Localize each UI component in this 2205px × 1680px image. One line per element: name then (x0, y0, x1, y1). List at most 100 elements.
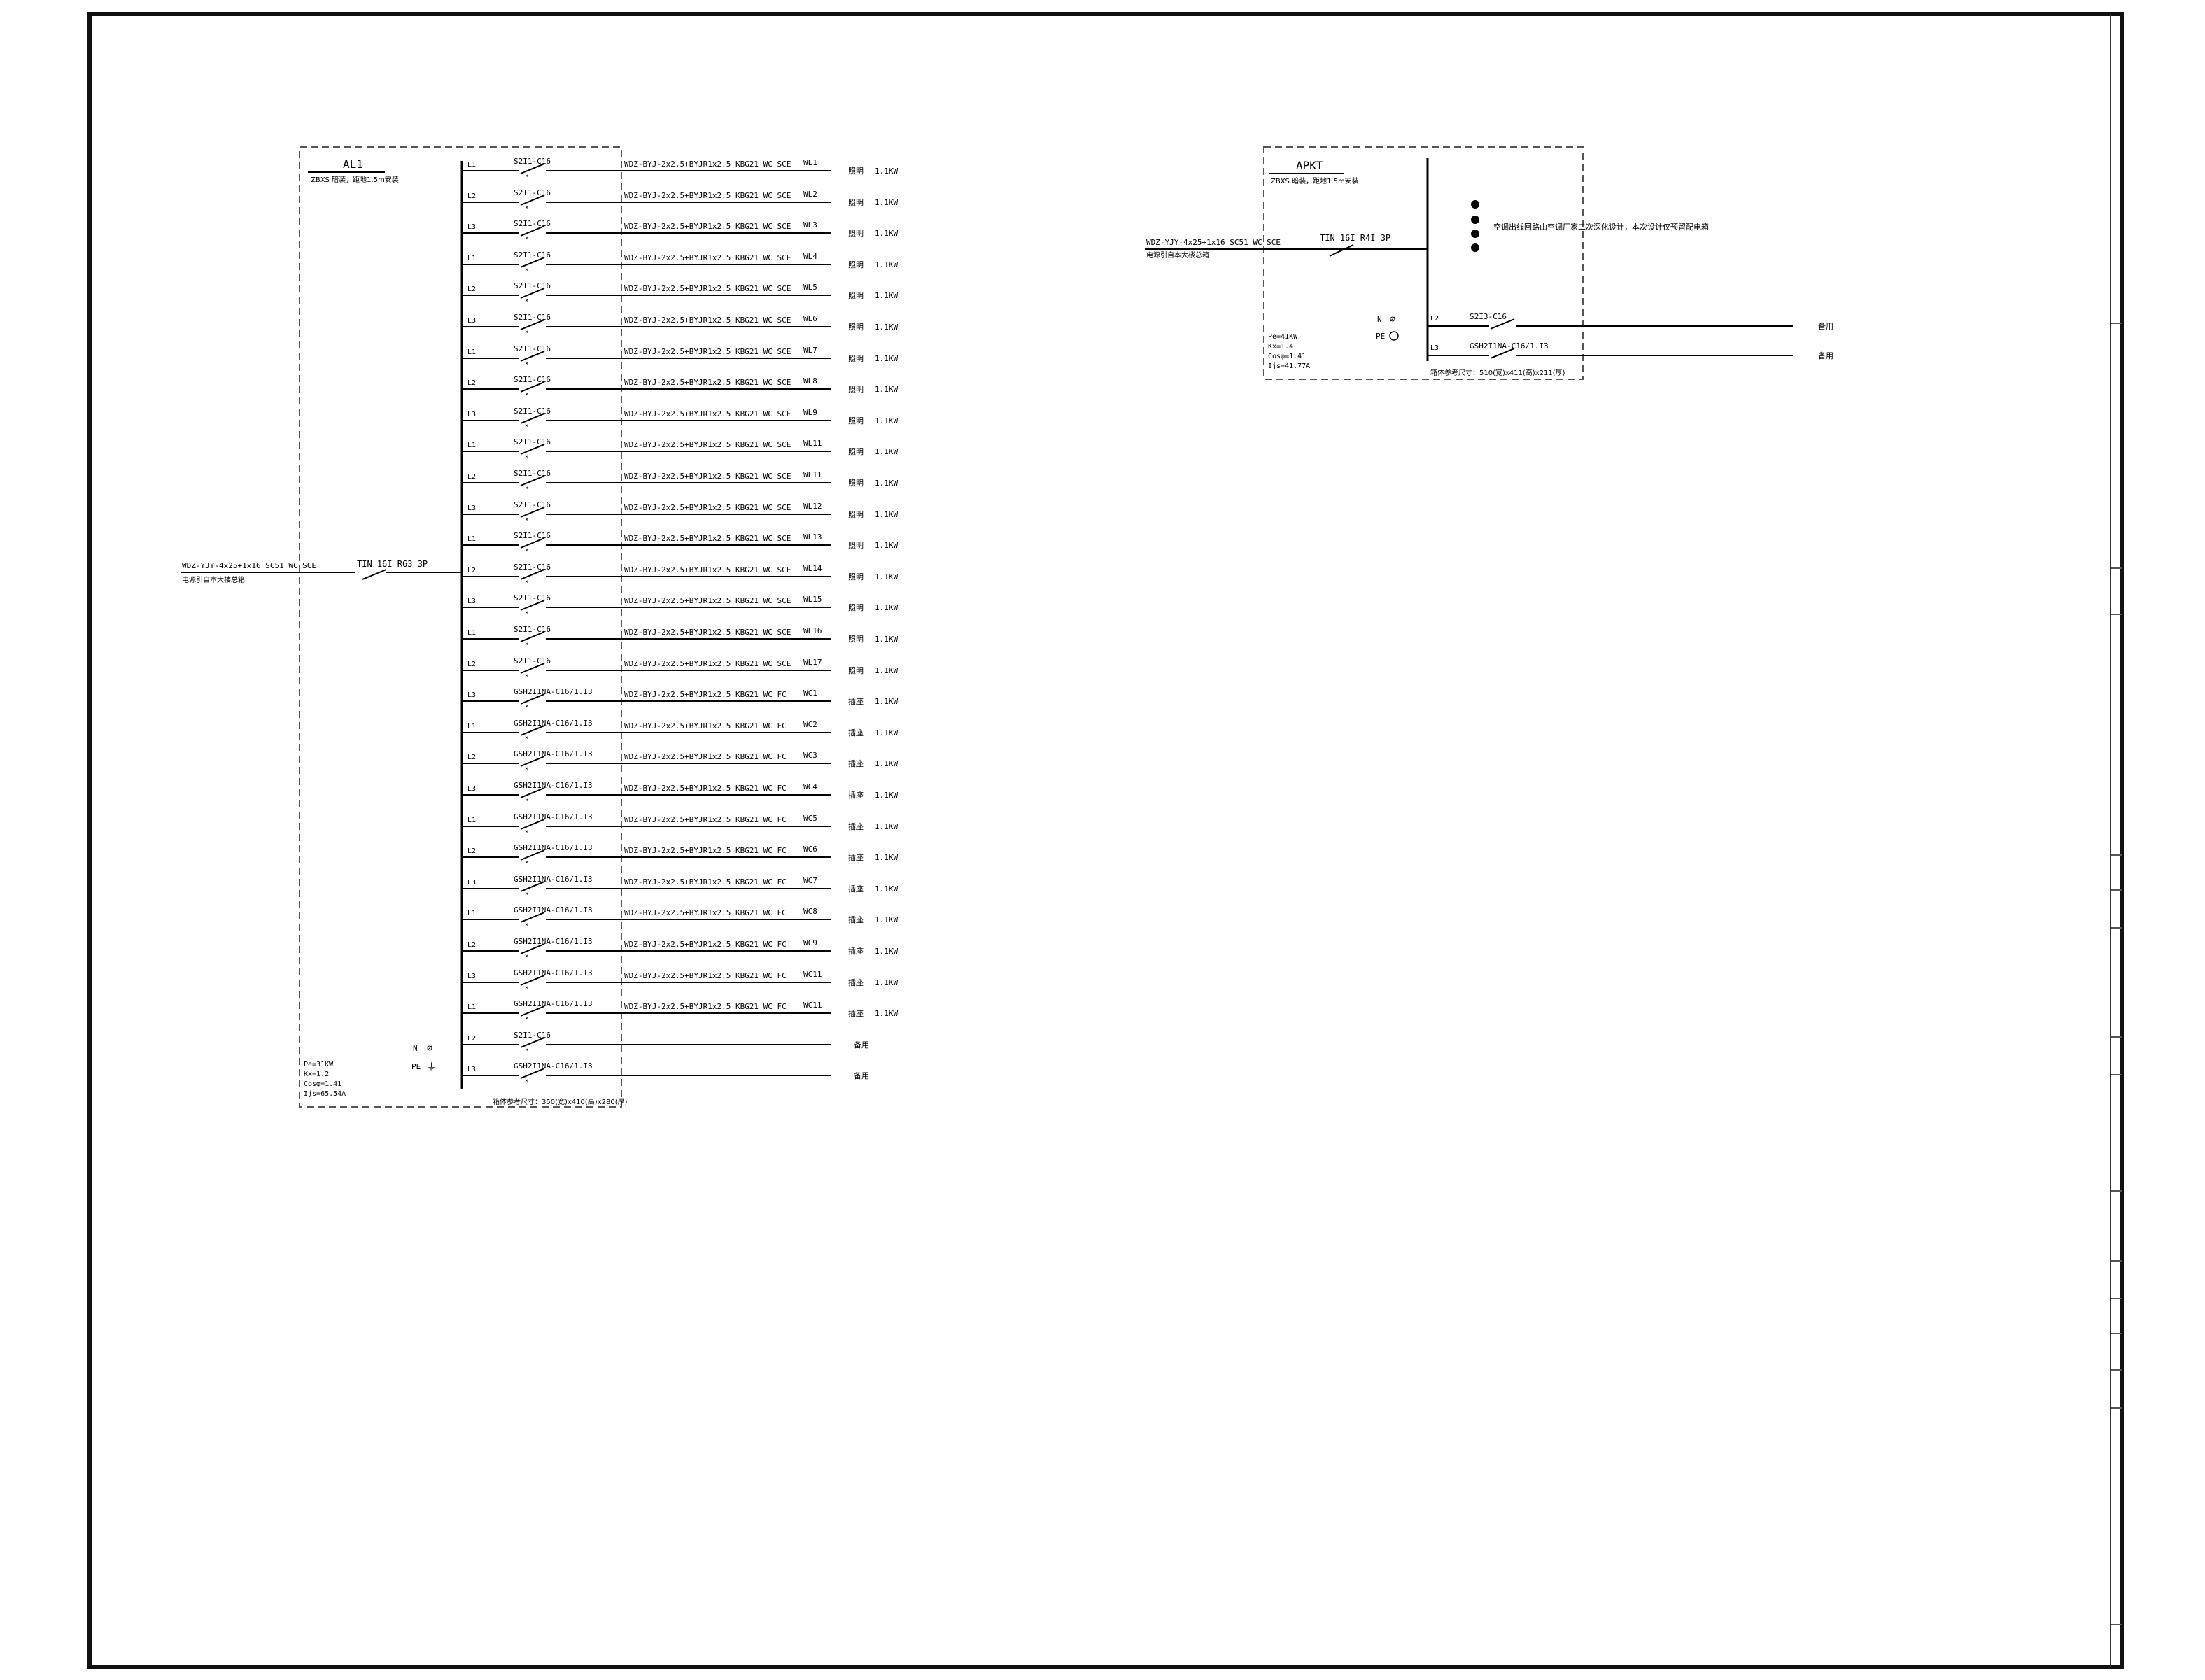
apkt-circuit-breaker-symbol (1490, 348, 1515, 359)
al1-circuit-breaker: GSH2I1NA-C16/1.I3 (514, 749, 593, 758)
panel-al1: AL1 ZBXS 暗装，距地1.5m安装 WDZ-YJY-4x25+1x16 S… (181, 146, 898, 1108)
al1-circuit-phase: L1 (467, 910, 476, 917)
apkt-params: Pe=41KW Kx=1.4 Cosφ=1.41 Ijs=41.77A (1268, 333, 1310, 370)
al1-circuit-breaker-symbol (520, 319, 545, 330)
al1-circuit-breaker-mark: × (525, 329, 528, 336)
al1-circuit-cable: WDZ-BYJ-2x2.5+BYJR1x2.5 KBG21 WC SCE (624, 409, 791, 418)
al1-circuit-power: 1.1KW (875, 198, 898, 207)
apkt-circuit-phase: L3 (1430, 344, 1439, 352)
al1-circuit-power: 1.1KW (875, 541, 898, 550)
al1-circuit-breaker-symbol (520, 819, 545, 830)
al1-circuit-breaker-symbol (520, 507, 545, 518)
al1-circuit-breaker-mark: × (525, 485, 528, 492)
al1-circuit-use: 照明 (848, 510, 864, 519)
al1-circuit-cable: WDZ-BYJ-2x2.5+BYJR1x2.5 KBG21 WC FC (624, 784, 787, 793)
al1-pe-symbol: ⏚ (427, 1062, 436, 1073)
al1-circuit-breaker-symbol (520, 413, 545, 424)
al1-circuit-cable: WDZ-BYJ-2x2.5+BYJR1x2.5 KBG21 WC SCE (624, 191, 791, 200)
al1-circuit-use: 插座 (848, 821, 864, 831)
panel-apkt: APKT ZBXS 暗装，距地1.5m安装 WDZ-YJY-4x25+1x16 … (1145, 146, 1833, 380)
al1-circuit-breaker-mark: × (525, 516, 528, 523)
apkt-neutral-symbol: ⌀ (1390, 314, 1395, 325)
al1-circuit-breaker-mark: × (525, 173, 528, 180)
al1-circuit-use: 插座 (848, 790, 864, 800)
al1-circuit-cable: WDZ-BYJ-2x2.5+BYJR1x2.5 KBG21 WC FC (624, 940, 787, 949)
al1-circuit-power: 1.1KW (875, 978, 898, 987)
al1-circuit-id: WC11 (803, 1001, 822, 1010)
al1-circuit-use: 插座 (848, 728, 864, 737)
al1-circuit-breaker: S2I1-C16 (514, 219, 551, 228)
al1-pe-label: PE (411, 1062, 421, 1071)
al1-circuit-cable: WDZ-BYJ-2x2.5+BYJR1x2.5 KBG21 WC SCE (624, 160, 791, 169)
al1-circuit-cable: WDZ-BYJ-2x2.5+BYJR1x2.5 KBG21 WC SCE (624, 440, 791, 449)
al1-param: Cosφ=1.41 (304, 1080, 341, 1088)
al1-circuit-power: 1.1KW (875, 572, 898, 581)
apkt-param: Ijs=41.77A (1268, 362, 1310, 370)
apkt-incoming-cable: WDZ-YJY-4x25+1x16 SC51 WC SCE (1146, 238, 1281, 247)
al1-circuit-breaker: S2I1-C16 (514, 157, 551, 166)
al1-circuit-breaker-mark: × (525, 267, 528, 274)
al1-circuit-breaker: GSH2I1NA-C16/1.I3 (514, 812, 593, 821)
al1-circuit-breaker-symbol (520, 912, 545, 923)
al1-circuit-breaker-mark: × (525, 547, 528, 554)
al1-circuit-breaker-mark: × (525, 391, 528, 398)
apkt-pe-symbol (1389, 331, 1399, 341)
al1-circuit-breaker: S2I1-C16 (514, 531, 551, 540)
al1-circuit-breaker: S2I1-C16 (514, 469, 551, 478)
al1-circuit-breaker: GSH2I1NA-C16/1.I3 (514, 781, 593, 790)
al1-circuit-breaker: S2I1-C16 (514, 500, 551, 509)
apkt-incoming-source: 电源引自本大楼总箱 (1146, 250, 1209, 260)
al1-circuit-use: 插座 (848, 946, 864, 956)
al1-circuit-phase: L3 (467, 411, 476, 418)
al1-circuit-breaker-mark: × (525, 423, 528, 430)
al1-circuit-phase: L3 (467, 1066, 476, 1073)
al1-circuit-breaker-symbol (520, 381, 545, 393)
al1-circuit-breaker-symbol (520, 600, 545, 611)
al1-circuit-id: WL12 (803, 502, 822, 511)
apkt-circuit-breaker-symbol (1490, 318, 1515, 330)
al1-circuit-breaker-mark: × (525, 204, 528, 211)
al1-neutral-label: N (413, 1044, 418, 1053)
al1-circuit-phase: L3 (467, 598, 476, 605)
al1-circuit-breaker-symbol (520, 849, 545, 861)
al1-circuit-breaker-symbol (520, 725, 545, 736)
al1-circuit-id: WL4 (803, 252, 817, 261)
al1-circuit-cable: WDZ-BYJ-2x2.5+BYJR1x2.5 KBG21 WC SCE (624, 253, 791, 262)
al1-circuit-phase: L2 (467, 192, 476, 200)
al1-circuit-use: 照明 (848, 260, 864, 269)
al1-circuit-use: 插座 (848, 884, 864, 894)
al1-main-breaker-symbol (362, 569, 387, 580)
panel-al1-box (299, 146, 622, 1108)
al1-circuit-phase: L3 (467, 691, 476, 699)
al1-circuit-breaker-mark: × (525, 297, 528, 304)
al1-circuit-id: WL17 (803, 658, 822, 667)
al1-circuit-id: WC3 (803, 751, 817, 760)
al1-circuit-use: 插座 (848, 758, 864, 768)
al1-circuit-breaker-mark: × (525, 953, 528, 960)
al1-circuit-id: WL13 (803, 532, 822, 542)
al1-circuit-breaker-mark: × (525, 1015, 528, 1022)
al1-incoming-cable: WDZ-YJY-4x25+1x16 SC51 WC SCE (182, 561, 316, 570)
al1-circuit-cable: WDZ-BYJ-2x2.5+BYJR1x2.5 KBG21 WC SCE (624, 316, 791, 325)
al1-circuit-breaker: S2I1-C16 (514, 656, 551, 665)
al1-circuit-use: 照明 (848, 291, 864, 300)
al1-circuit-id: WC1 (803, 689, 817, 698)
al1-circuit-breaker-symbol (520, 225, 545, 237)
al1-circuit-phase: L3 (467, 879, 476, 887)
al1-circuit-use: 照明 (848, 479, 864, 488)
al1-circuit-breaker: S2I1-C16 (514, 563, 551, 572)
al1-circuit-breaker-mark: × (525, 735, 528, 742)
al1-circuit-id: WL3 (803, 220, 817, 230)
al1-circuit-breaker-symbol (520, 975, 545, 986)
al1-circuit-breaker-symbol (520, 881, 545, 892)
al1-circuit-id: WL8 (803, 376, 817, 386)
al1-circuit-breaker: S2I1-C16 (514, 1031, 551, 1040)
al1-circuit-phase: L1 (467, 161, 476, 169)
al1-circuit-cable: WDZ-BYJ-2x2.5+BYJR1x2.5 KBG21 WC FC (624, 1002, 787, 1011)
al1-circuit-breaker-mark: × (525, 579, 528, 586)
al1-circuit-breaker: GSH2I1NA-C16/1.I3 (514, 875, 593, 884)
al1-circuit-power: 1.1KW (875, 385, 898, 394)
al1-circuit-breaker-symbol (520, 787, 545, 798)
al1-circuit-id: WL11 (803, 470, 822, 479)
